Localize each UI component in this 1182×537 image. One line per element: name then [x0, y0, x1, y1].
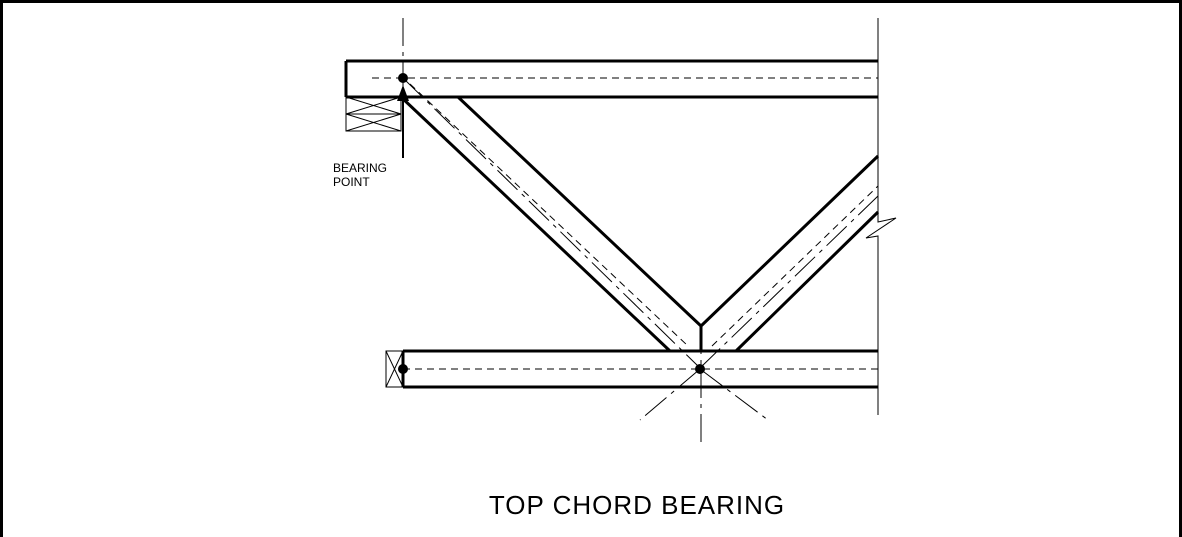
right-break-symbol [865, 210, 897, 415]
bottom-chord-end-dot [398, 364, 408, 374]
callout-line1: BEARING [333, 161, 387, 175]
diagonal-web-right [699, 154, 880, 369]
callout-line2: POINT [333, 175, 370, 189]
bearing-point-dot [398, 73, 408, 83]
panel-point-dot [695, 364, 705, 374]
bottom-chord [401, 349, 878, 389]
top-chord [344, 59, 878, 99]
diagram-title: TOP CHORD BEARING [489, 490, 785, 520]
bearing-arrow [397, 85, 409, 158]
panel-point-construction-lines [639, 326, 769, 445]
diagonal-web-left [399, 77, 703, 369]
top-bearing-block [345, 96, 402, 132]
